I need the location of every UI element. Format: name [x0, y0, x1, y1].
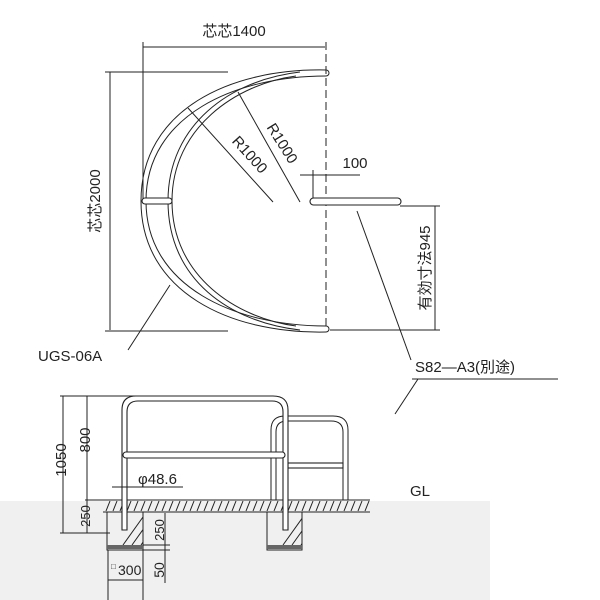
main-frame [121, 395, 289, 531]
hatch-stroke [189, 500, 195, 512]
above-ground-label: 800 [77, 427, 94, 452]
hatch-stroke [245, 500, 251, 512]
hatch-stroke [112, 500, 118, 512]
effective-label: 有効寸法945 [417, 225, 434, 310]
leader-line [127, 284, 171, 351]
rear-frame-midbar [287, 462, 344, 469]
hatch-stroke [140, 500, 146, 512]
hatch-stroke [291, 530, 303, 546]
straight-bar-plan [309, 197, 402, 206]
hatch-stroke [266, 500, 272, 512]
hatch-stroke [133, 500, 139, 512]
hatch-stroke [122, 516, 144, 546]
hatch-stroke [224, 500, 230, 512]
connector-bar [141, 197, 173, 205]
hatch-stroke [105, 500, 111, 512]
hatch-stroke [238, 500, 244, 512]
footing-hatch [107, 516, 303, 549]
hatch-stroke [294, 500, 300, 512]
height-label: 芯芯2000 [87, 169, 104, 232]
hatch-stroke [300, 543, 303, 546]
hatch-stroke [343, 500, 349, 512]
hatch-stroke [252, 500, 258, 512]
hatch-stroke [161, 500, 167, 512]
hatch-stroke [287, 500, 293, 512]
hatch-stroke [140, 541, 144, 546]
outer-arc-tube [140, 69, 327, 333]
callout-right: S82―A3(別途) [415, 359, 515, 376]
hatch-stroke [357, 500, 363, 512]
hatch-stroke [126, 500, 132, 512]
hatch-stroke [196, 500, 202, 512]
hatch-stroke [364, 500, 370, 512]
ground-background [0, 501, 490, 600]
hatch-stroke [350, 500, 356, 512]
hatch-stroke [131, 529, 144, 546]
hatch-stroke [308, 500, 314, 512]
rear-frame-inner [275, 420, 344, 500]
diameter-label: φ48.6 [138, 471, 177, 488]
hatch-stroke [231, 500, 237, 512]
tube-end [325, 69, 330, 77]
tube-end [325, 325, 330, 333]
base-layer [267, 545, 302, 549]
hatch-stroke [175, 500, 181, 512]
hatch-stroke [203, 500, 209, 512]
leader-line [356, 210, 412, 361]
radius-inner-label: R1000 [228, 133, 270, 177]
main-frame-midbar [122, 451, 286, 459]
footing-square-symbol: □ [111, 562, 116, 571]
radius-line-outer [237, 91, 301, 203]
hatch-stroke [301, 500, 307, 512]
base-layer [107, 545, 143, 549]
callout-left: UGS-06A [38, 348, 102, 365]
base-label: 50 [151, 562, 167, 578]
leader-line [394, 378, 419, 415]
hatch-stroke [329, 500, 335, 512]
total-height-label: 1050 [53, 443, 70, 476]
embed-label: 250 [78, 505, 93, 527]
hatch-stroke [182, 500, 188, 512]
radius-outer-label: R1000 [263, 120, 301, 166]
hatch-stroke [217, 500, 223, 512]
hatch-stroke [168, 500, 174, 512]
rear-frame-outer [270, 415, 349, 500]
plan-view: 芯芯1400 芯芯2000 R1000 R1000 100 有効寸法945 [38, 23, 558, 415]
radius-line-inner [187, 107, 274, 203]
hatch-stroke [210, 500, 216, 512]
gap-label: 100 [342, 155, 367, 172]
hatch-stroke [147, 500, 153, 512]
hatch-stroke [154, 500, 160, 512]
hatch-stroke [273, 500, 279, 512]
inner-arc-tube [167, 71, 301, 331]
elevation-view: GL 1050 800 250 φ48.6 250 50 □ 300 [53, 395, 430, 600]
ground-label: GL [410, 483, 430, 500]
width-label: 芯芯1400 [202, 23, 265, 40]
hatch-stroke [282, 518, 303, 546]
hatch-stroke [322, 500, 328, 512]
hatch-stroke [315, 500, 321, 512]
hatch-stroke [336, 500, 342, 512]
footing-width-label: 300 [118, 562, 142, 578]
hatch-stroke [259, 500, 265, 512]
footing-depth-label: 250 [152, 519, 167, 541]
